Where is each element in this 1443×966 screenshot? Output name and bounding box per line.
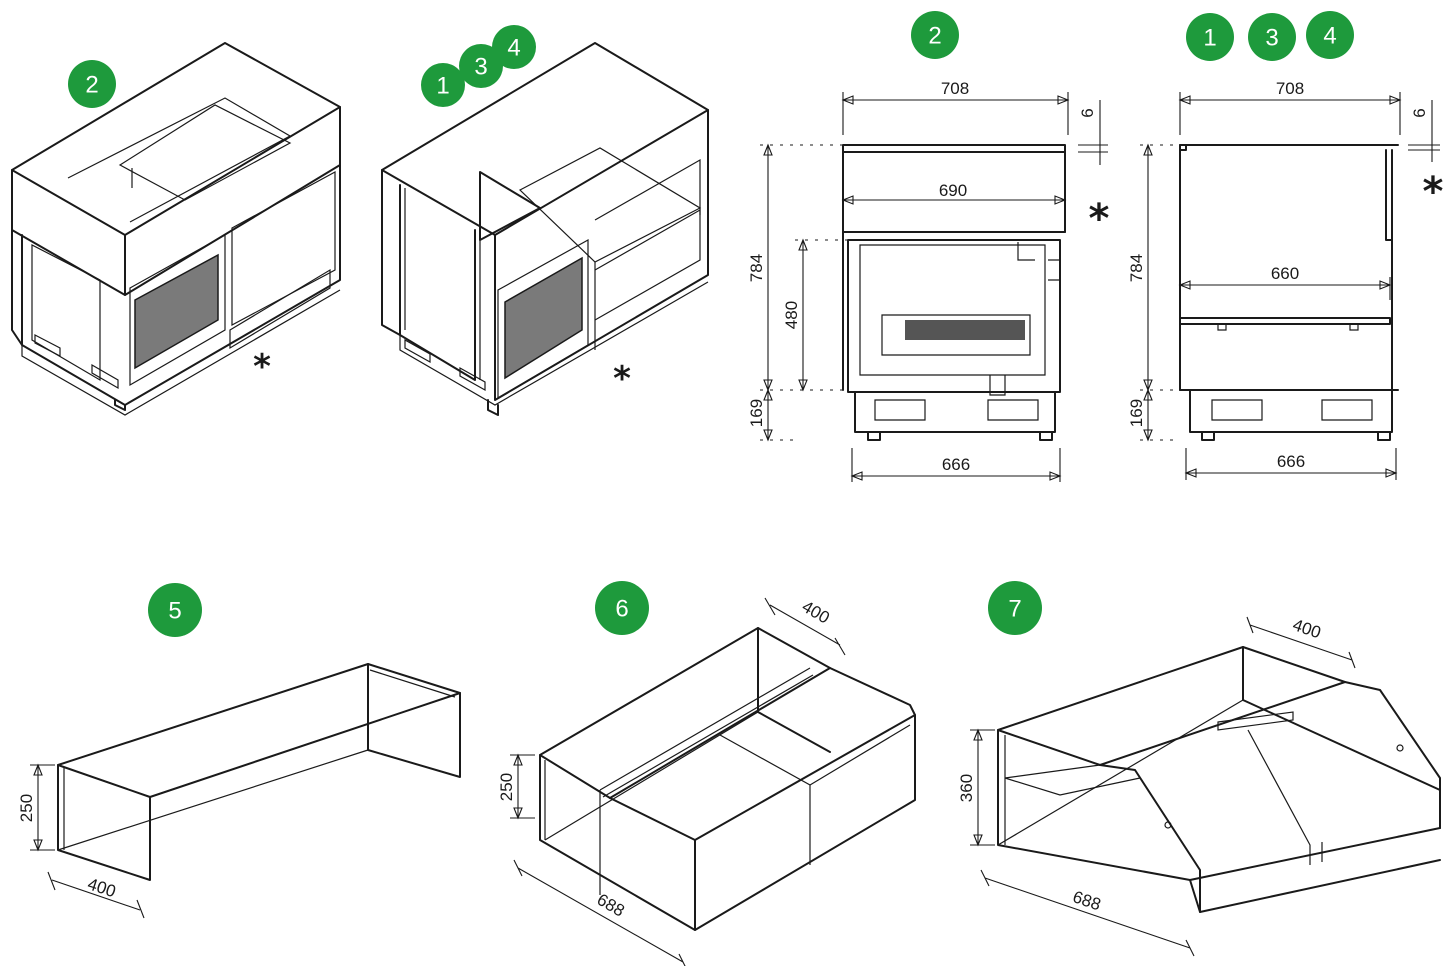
dim-base-height-134: 169 (1127, 399, 1146, 427)
dim-canopy6-height: 250 (497, 773, 516, 801)
svg-text:6: 6 (615, 596, 628, 623)
dim-canopy7-width: 688 (1070, 887, 1103, 914)
svg-text:3: 3 (474, 54, 487, 81)
shelf-5: 250 400 (17, 663, 461, 919)
svg-text:3: 3 (1265, 25, 1278, 52)
svg-text:1: 1 (1203, 25, 1216, 52)
front-view-134-dims: 708 6 660 784 169 666 * (1127, 79, 1443, 480)
svg-text:2: 2 (85, 72, 98, 99)
svg-text:4: 4 (1323, 23, 1336, 50)
iso-view-right (381, 42, 709, 416)
asterisk-iso-left: * (253, 347, 271, 387)
dim-base-height: 169 (747, 399, 766, 427)
svg-text:4: 4 (507, 35, 520, 62)
iso-view-left (11, 42, 341, 416)
dim-shelf-height: 250 (17, 794, 36, 822)
badge-canopy-7: 7 (988, 581, 1042, 635)
badge-shelf-5: 5 (148, 583, 202, 637)
badge-iso-right-4: 4 (492, 25, 536, 69)
dim-door-height: 480 (782, 301, 801, 329)
front-view-2 (842, 144, 1066, 441)
dim-top-gap-134: 6 (1410, 108, 1429, 117)
dim-base-width-134: 666 (1277, 452, 1305, 471)
canopy-6: 250 400 688 (497, 597, 916, 966)
badge-front-1: 1 (1186, 13, 1234, 61)
dim-base-width: 666 (942, 455, 970, 474)
svg-text:2: 2 (928, 23, 941, 50)
dim-canopy7-depth: 400 (1290, 615, 1323, 642)
dim-canopy6-width: 688 (594, 890, 628, 921)
asterisk-front-2: * (1089, 196, 1110, 242)
dim-total-height: 784 (747, 254, 766, 282)
dim-total-height-134: 784 (1127, 254, 1146, 282)
front-view-134 (1179, 144, 1399, 441)
dim-top-gap: 6 (1078, 108, 1097, 117)
front-view-2-dims: 708 6 690 784 169 480 666 * (747, 79, 1110, 482)
badge-front-4: 4 (1306, 11, 1354, 59)
dim-inner-width: 690 (939, 181, 967, 200)
svg-text:5: 5 (168, 598, 181, 625)
badge-iso-right-1: 1 (421, 63, 465, 107)
svg-text:1: 1 (436, 73, 449, 100)
dim-canopy6-depth: 400 (799, 597, 833, 628)
asterisk-front-134: * (1423, 169, 1443, 215)
badge-iso-left-2: 2 (68, 60, 116, 108)
badge-front-3: 3 (1248, 13, 1296, 61)
badge-front-2: 2 (911, 11, 959, 59)
dim-shelf-depth: 400 (85, 874, 118, 901)
dim-top-width: 708 (941, 79, 969, 98)
canopy-7: 360 400 688 (957, 615, 1441, 957)
badge-iso-right-3: 3 (459, 44, 503, 88)
dim-top-width-134: 708 (1276, 79, 1304, 98)
svg-text:7: 7 (1008, 596, 1021, 623)
badge-canopy-6: 6 (595, 581, 649, 635)
asterisk-iso-right: * (613, 359, 631, 399)
dim-canopy7-height: 360 (957, 774, 976, 802)
dim-shelf-width: 660 (1271, 264, 1299, 283)
